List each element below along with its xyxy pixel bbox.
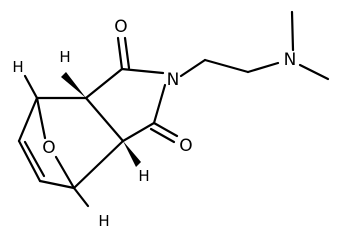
atom-h-bottom-right: H: [138, 167, 149, 185]
wedge-c7a-h: [123, 141, 141, 167]
bond-c3-o-b: [149, 127, 176, 144]
bond-c7-c7a: [72, 139, 125, 190]
bond-c3-o-a: [152, 121, 179, 138]
bond-c7-h: [72, 186, 90, 208]
bond-n-ch2: [179, 58, 207, 78]
atom-n-imide: N: [167, 70, 180, 90]
bond-c3a-c7a: [84, 96, 125, 143]
bond-c6-c7: [38, 179, 76, 190]
atom-o-bridge: O: [42, 138, 55, 158]
bond-c5-c6-a: [17, 139, 42, 183]
bond-c1-o-a: [116, 36, 124, 71]
wedge-c3a-h: [61, 72, 86, 98]
atom-h-bottom: H: [98, 212, 109, 230]
atom-h-top-left: H: [12, 58, 23, 76]
bond-c4-h: [23, 74, 39, 100]
bond-c1-n: [120, 67, 165, 75]
bond-c3-c7a: [121, 121, 156, 143]
bond-c4-obridge: [35, 96, 47, 140]
atom-h-top-right: H: [59, 48, 70, 66]
bond-ch2-ch2: [203, 58, 250, 74]
bond-c3a-c1: [84, 67, 124, 100]
bond-namine-me-right: [298, 63, 330, 81]
bond-obridge-c7: [54, 155, 76, 190]
bond-c5-c6-b: [23, 140, 46, 178]
atom-o-carbonyl-top: O: [114, 17, 127, 37]
bond-n-c3: [152, 83, 167, 125]
bond-namine-me-up: [290, 10, 295, 52]
bond-c1-o-b: [123, 36, 131, 70]
atom-n-amine: N: [284, 50, 297, 70]
bond-ch2-namine: [246, 61, 280, 74]
bond-c4-c5: [17, 96, 39, 143]
atom-o-carbonyl-bottom: O: [179, 136, 192, 156]
